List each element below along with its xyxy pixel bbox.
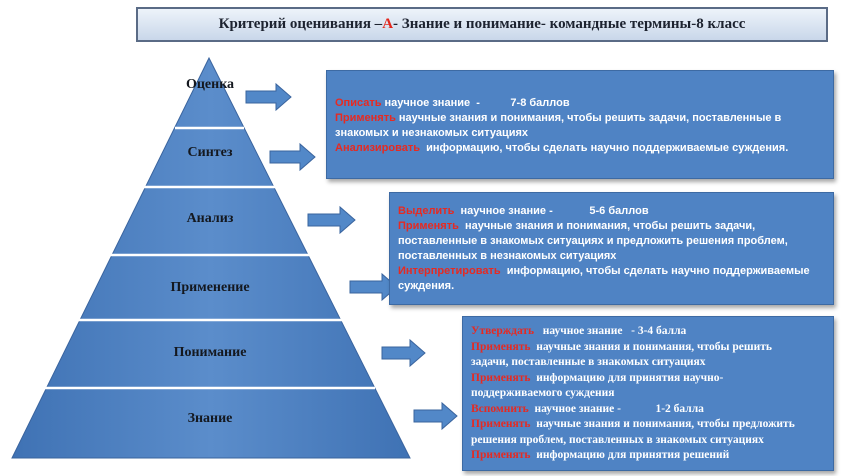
arrow-icon	[413, 401, 458, 431]
level-label-knowledge: Знание	[187, 411, 233, 426]
criteria-line: Интерпретировать информацию, чтобы сдела…	[398, 264, 833, 279]
arrow-icon	[269, 142, 316, 172]
criteria-text: научные знания и понимания, чтобы решить…	[458, 220, 756, 232]
criteria-text: информацию для принятия научно-	[530, 371, 724, 384]
criteria-line: Применять информацию для принятия решени…	[471, 448, 833, 464]
criteria-text: информацию для принятия решений	[530, 449, 730, 461]
command-term: Применять	[471, 340, 531, 353]
pyramid-dividers	[43, 126, 375, 390]
command-term: Интерпретировать	[398, 265, 501, 277]
criteria-text: суждения.	[398, 280, 455, 292]
arrow-icon	[381, 338, 426, 368]
criteria-line: Применять информацию для принятия научно…	[471, 371, 833, 387]
arrows	[245, 82, 458, 431]
criteria-line: знакомых и незнакомых ситуациях	[335, 126, 833, 141]
arrow-icon	[307, 205, 356, 235]
criteria-line: Применять научные знания и понимания, чт…	[398, 219, 833, 234]
criteria-line: поставленных в незнакомых ситуациях	[398, 249, 833, 264]
command-term: Применять	[398, 220, 459, 232]
criteria-line: Описать научное знание - 7-8 баллов	[335, 96, 833, 111]
criteria-text: научное знание - 7-8 баллов	[381, 97, 570, 109]
criteria-text: поддерживаемого суждения	[471, 387, 615, 399]
level-label-understanding: Понимание	[173, 345, 247, 360]
title-accent: А	[382, 16, 394, 32]
criteria-line: суждения.	[398, 279, 833, 294]
criteria-text: научное знание - 3-4 балла	[534, 325, 687, 337]
command-term: Описать	[335, 97, 382, 109]
command-term: Анализировать	[335, 142, 421, 154]
title-prefix: Критерий оценивания –	[218, 16, 383, 32]
criteria-text: научное знание - 1-2 балла	[528, 402, 704, 415]
command-term: Применять	[471, 371, 531, 384]
command-term: Применять	[471, 449, 531, 461]
level-label-analysis: Анализ	[186, 211, 234, 226]
criteria-text: задачи, поставленные в знакомых ситуация…	[471, 356, 706, 368]
criteria-line: поддерживаемого суждения	[471, 386, 833, 402]
command-term: Выделить	[398, 205, 455, 217]
command-term: Применять	[471, 418, 531, 430]
criteria-line: Вспомнить научное знание - 1-2 балла	[471, 402, 833, 418]
criteria-line: задачи, поставленные в знакомых ситуация…	[471, 355, 833, 371]
criteria-line: Выделить научное знание - 5-6 баллов	[398, 204, 833, 219]
criteria-text: научные знания и понимания, чтобы решить…	[395, 112, 782, 124]
level-label-application: Применение	[170, 280, 250, 295]
criteria-text: поставленных в незнакомых ситуациях	[398, 250, 617, 262]
criteria-text: решения проблем, поставленных в знакомых…	[471, 433, 764, 446]
criteria-line: Анализировать информацию, чтобы сделать …	[335, 141, 833, 156]
criteria-line: Применять научные знания и понимания, чт…	[471, 417, 833, 433]
criteria-line: Утверждать научное знание - 3-4 балла	[471, 324, 833, 340]
criteria-text: информацию, чтобы сделать научно поддерж…	[500, 265, 810, 277]
criteria-line: Применять научные знания и понимания, чт…	[471, 340, 833, 356]
criteria-line: Применять научные знания и понимания, чт…	[335, 111, 833, 126]
criteria-text: знакомых и незнакомых ситуациях	[335, 127, 529, 139]
command-term: Утверждать	[471, 325, 535, 337]
criteria-text: информацию, чтобы сделать научно поддерж…	[420, 142, 789, 154]
command-term: Применять	[335, 112, 396, 124]
level-label-evaluation: Оценка	[185, 77, 235, 92]
title-suffix: - Знание и понимание- командные термины-…	[393, 16, 746, 32]
arrow-icon	[245, 82, 292, 112]
criteria-text: научные знания и понимания, чтобы решить	[530, 340, 772, 353]
criteria-text: научное знание - 5-6 баллов	[454, 205, 649, 217]
title-banner: Критерий оценивания – А- Знание и понима…	[136, 7, 828, 42]
command-term: Вспомнить	[471, 402, 529, 415]
pyramid-shape	[11, 56, 411, 459]
criteria-line: поставленные в знакомых ситуациях и пред…	[398, 234, 833, 249]
criteria-text: поставленные в знакомых ситуациях и пред…	[398, 235, 788, 247]
criteria-text: научные знания и понимания, чтобы предло…	[530, 418, 795, 430]
criteria-line: решения проблем, поставленных в знакомых…	[471, 433, 833, 449]
level-label-synthesis: Синтез	[187, 145, 233, 160]
